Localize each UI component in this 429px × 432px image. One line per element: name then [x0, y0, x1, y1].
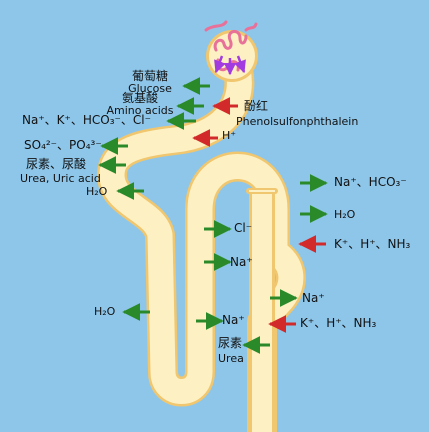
label-k-h-nh3-right: K⁺、H⁺、NH₃: [334, 237, 411, 251]
secretion-arrows: [192, 97, 326, 333]
label-k-h-nh3-lower: K⁺、H⁺、NH₃: [300, 316, 377, 330]
label-amino-cn: 氨基酸: [121, 91, 159, 105]
label-h2o-upper: H₂O: [86, 185, 108, 198]
label-urea-bottom-en: Urea: [218, 352, 244, 365]
label-na-hco3-right: Na⁺、HCO₃⁻: [334, 175, 407, 189]
afferent-flow-arrows: [214, 55, 246, 76]
label-phenol-cn: 酚红: [244, 99, 269, 113]
reabsorption-arrows: [98, 77, 328, 354]
label-glucose-cn: 葡萄糖: [131, 69, 169, 83]
label-na-collecting: Na⁺: [302, 291, 325, 305]
label-na-loop-lower: Na⁺: [222, 313, 245, 327]
label-ions-left: Na⁺、K⁺、HCO₃⁻、Cl⁻: [22, 113, 151, 127]
label-amino-en: Amino acids: [106, 104, 174, 117]
label-h2o-right: H₂O: [334, 208, 356, 221]
bowmans-capsule: [206, 30, 258, 82]
label-glucose-en: Glucose: [128, 82, 172, 95]
label-urea-cn: 尿素、尿酸: [26, 157, 87, 171]
label-cl-loop: Cl⁻: [234, 221, 253, 235]
label-phenol-en: Phenolsulfonphthalein: [236, 115, 359, 128]
collecting-duct: [246, 188, 278, 432]
label-na-loop-upper: Na⁺: [230, 255, 253, 269]
label-so4-po4: SO₄²⁻、PO₄³⁻: [24, 138, 102, 152]
label-urea-en: Urea, Uric acid: [20, 172, 101, 185]
label-h2o-lower: H₂O: [94, 305, 116, 318]
label-urea-bottom-cn: 尿素: [218, 336, 243, 350]
label-h-plus-upper: H⁺: [222, 129, 237, 142]
